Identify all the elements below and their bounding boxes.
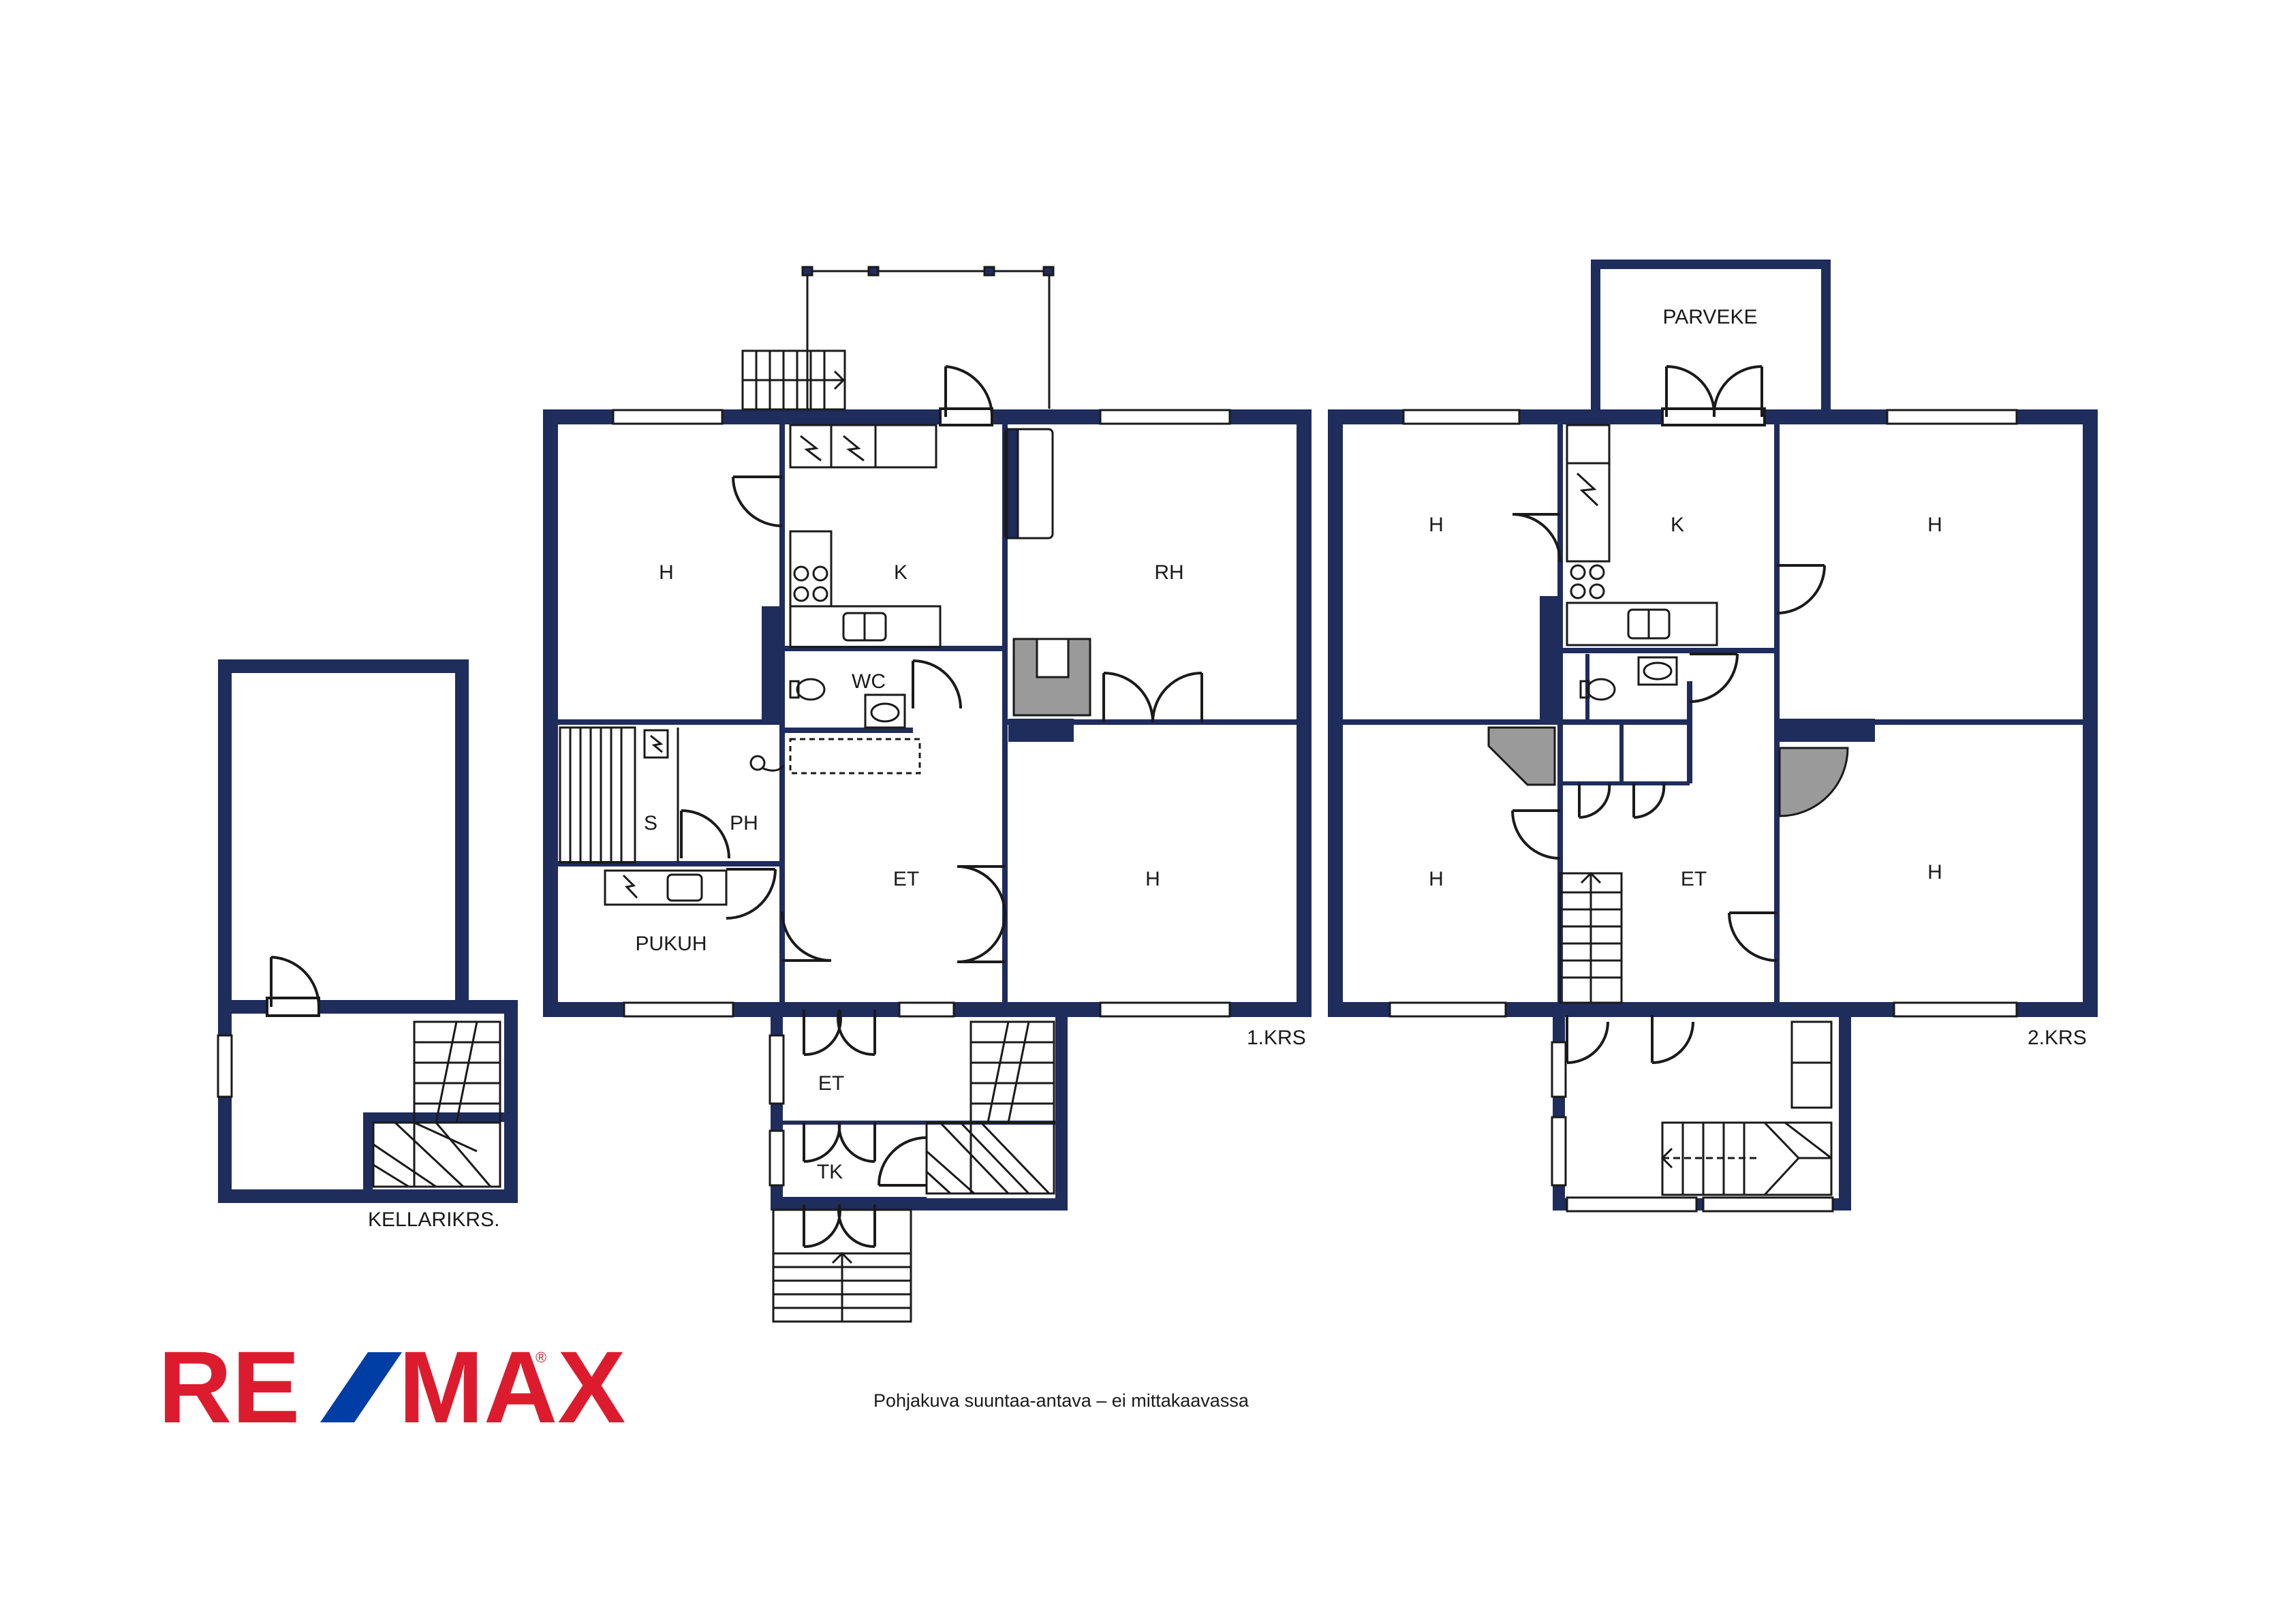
floor1-room-s: S <box>644 812 657 834</box>
floor1-room-pukuh: PUKUH <box>635 933 707 955</box>
floor2-stairs-icon <box>1559 871 1833 1196</box>
floor2-room-k: K <box>1671 514 1684 536</box>
floor1-room-et-entry: ET <box>818 1072 844 1095</box>
floor2-balcony-doors <box>1661 364 1766 426</box>
basement-floor-label: KELLARIKRS. <box>368 1208 499 1231</box>
floor1-doors <box>680 365 1203 1249</box>
disclaimer-text: Pohjakuva suuntaa-antava – ei mittakaava… <box>873 1390 1250 1411</box>
floor2-toilet-icon <box>1579 678 1616 701</box>
floor1-appliance-icon <box>800 435 865 462</box>
floor2-room-h-bottom-right: H <box>1927 861 1942 884</box>
floor1-room-wc: WC <box>852 670 886 693</box>
floor1-room-h-right: H <box>1145 868 1160 890</box>
floor1-sauna-bench-icon <box>559 726 679 864</box>
floor1-room-h-top-left: H <box>659 561 674 584</box>
floor2-room-h-top-right: H <box>1927 514 1942 536</box>
basement-door-icon <box>266 956 321 1017</box>
floor2-plan: PARVEKE H K H H ET H 2.KRS <box>1328 260 2098 1213</box>
floor1-plan: H K RH WC S PH ET H PUKUH ET TK 1.KRS <box>543 266 1312 1323</box>
logo-slash <box>320 1352 402 1422</box>
floor2-stove-icon <box>1570 564 1605 599</box>
floor1-sink-icon <box>842 612 887 642</box>
floor1-room-tk: TK <box>817 1161 843 1183</box>
logo-max: MAX <box>399 1330 625 1444</box>
floor1-room-et: ET <box>893 868 919 890</box>
floor2-wc-sink-icon <box>1637 656 1678 686</box>
floor2-doors <box>1511 513 1826 1064</box>
floor1-room-ph: PH <box>730 812 758 834</box>
floor1-entry-steps-icon <box>772 1208 912 1323</box>
floor1-windows <box>612 409 1231 1187</box>
floor1-stove-icon <box>793 565 828 602</box>
logo-registered: ® <box>536 1349 546 1366</box>
floor1-pukuh-counter <box>604 869 728 906</box>
floor1-terrace-railing <box>801 266 1055 409</box>
floor1-wall-stub <box>762 606 785 722</box>
floor2-corner-fireplace-icon <box>1487 726 1556 786</box>
floor1-toilet-icon <box>789 678 826 701</box>
basement-plan: KELLARIKRS. <box>217 659 518 1231</box>
remax-logo: RE MAX ® <box>158 1330 625 1444</box>
floor2-corner-fireplace-2-icon <box>1778 747 1849 817</box>
floor1-wall-stub-2 <box>1008 719 1074 742</box>
basement-stairs-icon <box>372 1020 501 1188</box>
basement-walls <box>218 659 518 1203</box>
floor1-floor-label: 1.KRS <box>1247 1027 1306 1049</box>
floor2-room-et: ET <box>1681 868 1707 890</box>
logo-re: RE <box>158 1330 300 1444</box>
basement-window <box>217 1034 233 1098</box>
floor2-room-parveke: PARVEKE <box>1663 306 1758 328</box>
floor1-wc-sink-icon <box>864 693 906 729</box>
floor1-column-icon <box>1004 428 1054 540</box>
floor2-floor-label: 2.KRS <box>2028 1027 2087 1049</box>
floor1-room-rh: RH <box>1154 561 1183 584</box>
floor2-room-h-top-left: H <box>1429 514 1444 536</box>
floor2-room-h-bottom-left: H <box>1429 868 1444 890</box>
floor2-kitchen-counter <box>1566 424 1718 646</box>
floor1-walls <box>543 409 1312 1211</box>
floor2-windows <box>1389 409 2018 1213</box>
floor1-room-k: K <box>894 561 907 584</box>
floor1-fireplace-icon <box>1012 638 1091 717</box>
floor2-wall-stub <box>1540 596 1563 722</box>
floor1-shower-icon <box>749 738 921 775</box>
floor2-sink-icon <box>1627 608 1671 640</box>
floor1-stairs-icon <box>925 1020 1055 1195</box>
floor1-kitchen-counter <box>789 424 942 649</box>
floor1-outdoor-stairs-icon <box>741 349 846 411</box>
floor2-wall-stub-2 <box>1780 719 1875 742</box>
